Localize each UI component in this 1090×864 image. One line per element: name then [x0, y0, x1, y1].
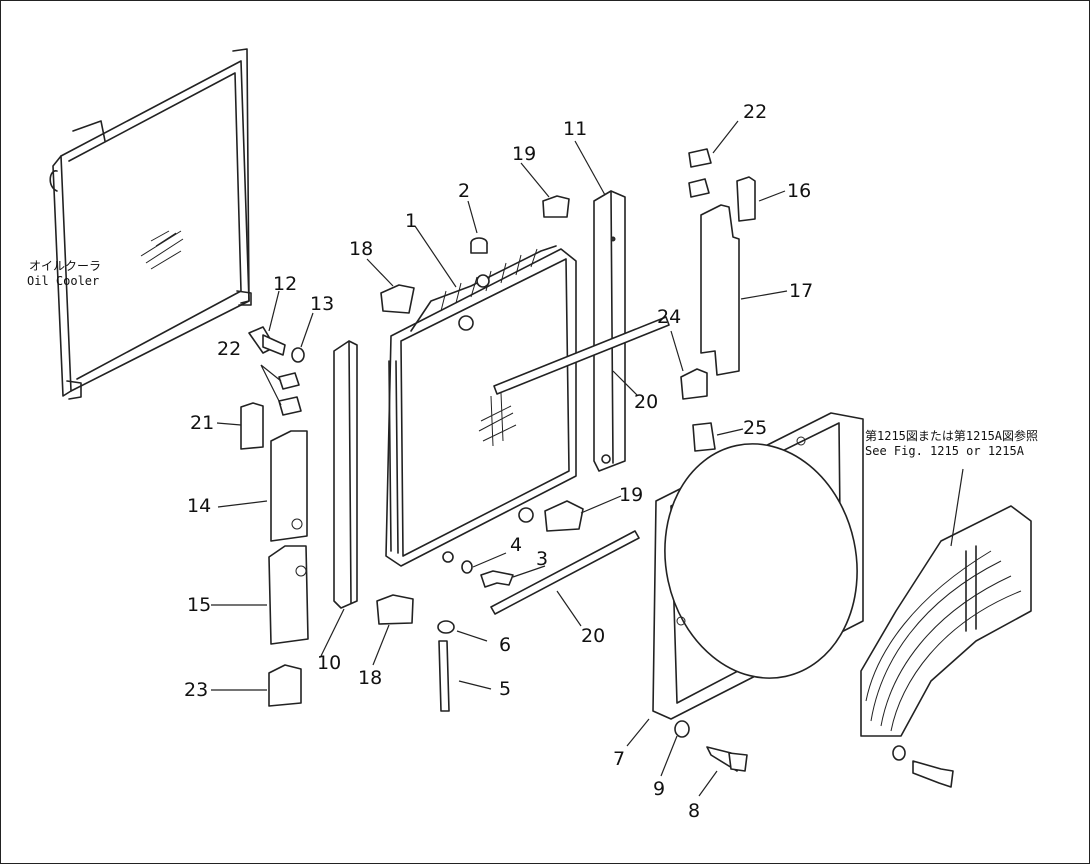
label-9: 9 [653, 778, 666, 800]
label-25: 25 [743, 417, 768, 439]
label-16: 16 [787, 180, 812, 202]
pad-16 [736, 176, 756, 222]
pad-21 [240, 402, 264, 450]
rod-20-upper [493, 316, 670, 395]
label-15: 15 [187, 594, 212, 616]
oil-cooler [49, 48, 252, 400]
label-14: 14 [187, 495, 212, 517]
pad-25 [692, 422, 716, 452]
label-13: 13 [310, 293, 335, 315]
bracket-10 [333, 340, 358, 609]
pad-17 [700, 204, 740, 376]
see-figure-note-jp: 第1215図または第1215A図参照 [865, 429, 1039, 443]
pad-19-upper [542, 195, 570, 218]
leader-lines [211, 120, 964, 797]
label-20-lower: 20 [581, 625, 606, 647]
label-6: 6 [499, 634, 512, 656]
radiator-core [385, 245, 577, 567]
label-18-lower: 18 [358, 667, 383, 689]
bolt-8 [706, 746, 748, 772]
label-19-upper: 19 [512, 143, 537, 165]
washer-13 [291, 347, 305, 363]
washer-9 [674, 720, 690, 738]
fan-guard [860, 505, 1032, 737]
bracket-11 [593, 190, 626, 472]
label-5: 5 [499, 678, 512, 700]
oil-cooler-label-en: Oil Cooler [27, 274, 100, 288]
label-18-upper: 18 [349, 238, 374, 260]
label-20-upper: 20 [634, 391, 659, 413]
oil-cooler-label-jp: オイルクーラ [29, 259, 102, 273]
label-11: 11 [563, 118, 588, 140]
see-figure-note-en: See Fig. 1215 or 1215A [865, 444, 1024, 458]
label-24: 24 [657, 306, 682, 328]
fan-shroud [652, 412, 864, 720]
label-1: 1 [405, 210, 418, 232]
pad-15 [268, 545, 309, 645]
label-23: 23 [184, 679, 209, 701]
pad-18-upper [380, 284, 415, 314]
bolt-right [892, 745, 954, 788]
radiator-cap [470, 237, 488, 254]
label-10: 10 [317, 652, 342, 674]
pad-14 [270, 430, 308, 542]
rod-20-lower [490, 530, 640, 615]
label-8: 8 [688, 800, 701, 822]
cock-3 [480, 570, 514, 588]
label-4: 4 [510, 534, 523, 556]
label-3: 3 [536, 548, 549, 570]
washer-4 [461, 560, 473, 574]
label-22-right: 22 [743, 101, 768, 123]
label-7: 7 [613, 748, 626, 770]
label-2: 2 [458, 180, 471, 202]
bolt-12 [248, 326, 286, 356]
label-19-lower: 19 [619, 484, 644, 506]
pad-18-lower [376, 594, 414, 625]
label-22-left: 22 [217, 338, 242, 360]
pad-23 [268, 664, 302, 707]
label-21: 21 [190, 412, 215, 434]
pad-22-right [688, 148, 712, 198]
label-12: 12 [273, 273, 298, 295]
label-17: 17 [789, 280, 814, 302]
washer-6 [437, 620, 455, 634]
pad-19-lower [544, 500, 584, 532]
pad-24 [680, 368, 708, 400]
rod-5 [438, 640, 450, 712]
pad-22-left [278, 372, 302, 416]
